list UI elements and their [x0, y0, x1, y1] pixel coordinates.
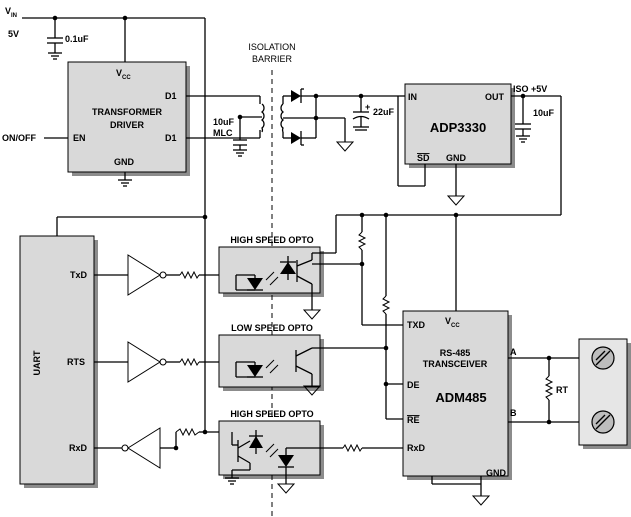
transceiver-name: ADM485 — [435, 390, 486, 405]
ground-symbol — [516, 135, 530, 143]
driver-d1-bottom-pin: D1 — [165, 133, 177, 143]
low-speed-opto-rts — [218, 334, 321, 388]
isolation-label-line2: BARRIER — [252, 54, 293, 64]
regulator-sd-pin: SD — [417, 153, 430, 163]
txd-pullup-resistor — [357, 231, 367, 251]
opto-mid-label: LOW SPEED OPTO — [231, 323, 313, 333]
txd-buffer — [127, 254, 161, 296]
rts-resistor — [179, 357, 200, 367]
driver-vcc-pin: VCC — [116, 68, 131, 81]
ground-symbol — [48, 52, 62, 60]
regulator-out-pin: OUT — [485, 92, 505, 102]
driver-gnd-pin: GND — [114, 157, 135, 167]
driver-en-pin: EN — [73, 133, 86, 143]
transceiver-txd-pin: TXD — [407, 320, 426, 330]
on-off-label: ON/OFF — [2, 133, 36, 143]
rts-buffer — [127, 341, 161, 383]
rxd-pullup-resistor — [175, 427, 200, 437]
ground-symbol — [233, 149, 247, 157]
mlc-cap-type: MLC — [213, 128, 233, 138]
rxd-resistor — [342, 443, 363, 453]
isolation-transformer — [260, 103, 285, 133]
uart-txd-pin: TxD — [70, 270, 88, 280]
terminator-label: RT — [556, 385, 568, 395]
driver-title-line2: DRIVER — [110, 120, 145, 130]
transceiver-a-pin: A — [510, 347, 517, 357]
opto-bottom-label: HIGH SPEED OPTO — [230, 409, 313, 419]
transformer-driver-block — [67, 61, 187, 173]
screw-terminal-connector — [578, 338, 628, 446]
adm485-transceiver-block — [402, 310, 509, 477]
termination-resistor — [544, 375, 554, 401]
uart-block — [19, 235, 95, 485]
driver-d1-top-pin: D1 — [165, 91, 177, 101]
rxd-buffer — [127, 427, 161, 469]
transceiver-re-pin: RE — [407, 415, 420, 425]
regulator-gnd-pin: GND — [446, 153, 467, 163]
transceiver-vcc-pin: VCC — [445, 316, 460, 329]
transceiver-gnd-pin: GND — [486, 468, 507, 478]
transceiver-title-line2: TRANSCEIVER — [423, 359, 488, 369]
vin-voltage: 5V — [8, 29, 19, 39]
ground-symbol — [225, 477, 239, 485]
driver-title-line1: TRANSFORMER — [92, 107, 162, 117]
uart-name: UART — [32, 350, 42, 375]
rectifier-cap-label: 22uF — [373, 107, 395, 117]
regulator-in-pin: IN — [408, 92, 417, 102]
opto-top-label: HIGH SPEED OPTO — [230, 235, 313, 245]
transceiver-de-pin: DE — [407, 380, 420, 390]
uart-rts-pin: RTS — [67, 357, 85, 367]
uart-rxd-pin: RxD — [69, 443, 88, 453]
bypass-cap-label: 0.1uF — [65, 34, 89, 44]
iso-5v-label: ISO +5V — [513, 84, 547, 94]
transceiver-b-pin: B — [510, 408, 517, 418]
svg-text:VIN: VIN — [5, 6, 17, 19]
regulator-name: ADP3330 — [430, 120, 486, 135]
vin-label: VIN — [5, 6, 17, 19]
svg-text:+: + — [365, 102, 370, 112]
mlc-cap-value: 10uF — [213, 117, 235, 127]
de-pullup-resistor — [381, 295, 391, 315]
transceiver-title-line1: RS-485 — [440, 348, 471, 358]
iso-cap-label: 10uF — [533, 108, 555, 118]
high-speed-opto-tx — [218, 246, 321, 294]
isolation-label-line1: ISOLATION — [248, 42, 295, 52]
txd-resistor — [179, 270, 200, 280]
ground-symbol — [118, 179, 132, 187]
adp3330-regulator-block — [404, 83, 512, 165]
transceiver-rxd-pin: RxD — [407, 443, 426, 453]
